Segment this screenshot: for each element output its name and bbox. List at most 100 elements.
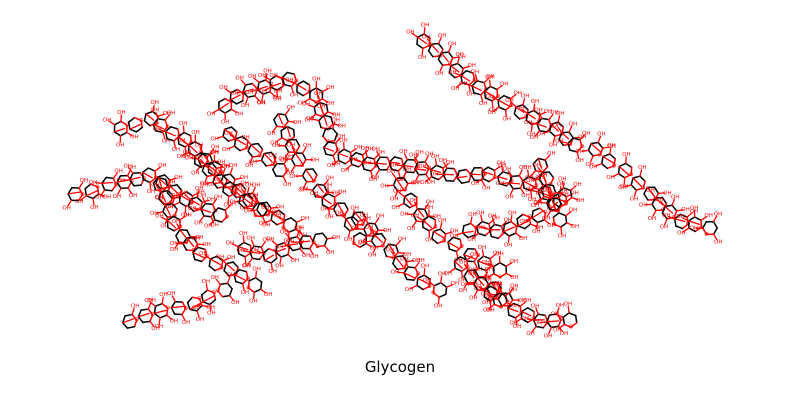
bond-line (321, 204, 330, 209)
bond-line (140, 119, 143, 129)
bond-line (576, 145, 583, 153)
bond-line (211, 162, 218, 169)
bond-line (661, 205, 666, 214)
bond-line (265, 163, 275, 167)
bond-line (463, 281, 469, 289)
hydroxyl-label: OH (222, 164, 230, 170)
hydroxyl-label: OH (467, 63, 475, 69)
bond-line (386, 184, 395, 187)
bond-line (517, 219, 530, 227)
bond-line (509, 188, 514, 196)
bond-line (522, 213, 531, 218)
bond-line (336, 202, 345, 215)
bond-line (432, 55, 441, 58)
bond-line (298, 229, 304, 237)
bond-line (246, 138, 252, 146)
hydroxyl-label: OH (325, 176, 333, 182)
bond-line (712, 227, 718, 235)
hydroxyl-label: OH (434, 304, 442, 310)
hydroxyl-label: OH (471, 181, 479, 187)
bond-line (599, 147, 604, 156)
oxygen-atom-label: O (178, 225, 183, 231)
hydroxyl-label: OH (510, 283, 518, 289)
hydroxyl-label: OH (113, 194, 121, 200)
bond-line (228, 294, 235, 302)
bond-line (483, 296, 492, 302)
hydroxyl-label: OH (317, 104, 325, 110)
bond-line (668, 215, 676, 220)
hydroxyl-label: OH (243, 263, 251, 269)
bond-line (430, 42, 440, 46)
bond-line (405, 171, 415, 174)
bond-line (311, 118, 320, 122)
bond-line (225, 263, 235, 272)
bond-line (337, 152, 349, 158)
bond-line (276, 221, 285, 226)
bond-line (537, 157, 547, 161)
hydroxyl-label: OH (582, 131, 590, 137)
oxygen-atom-label: O (612, 163, 617, 169)
bond-line (375, 162, 381, 171)
bond-line (557, 121, 565, 128)
hydroxyl-label: OH (494, 283, 502, 289)
bond-line (531, 325, 537, 333)
bond-line (602, 155, 615, 164)
bond-line (283, 157, 289, 165)
bond-line (161, 302, 169, 309)
bond-line (590, 142, 602, 153)
bond-line (249, 251, 261, 255)
bond-line (557, 192, 563, 200)
bond-line (287, 244, 294, 252)
bond-line (275, 75, 283, 79)
oxygen-atom-label: O (300, 163, 305, 169)
oxygen-atom-label: O (315, 244, 320, 250)
bond-line (262, 247, 270, 255)
oxygen-atom-label: O (271, 162, 276, 168)
bond-line (421, 47, 424, 56)
bond-line (407, 266, 416, 269)
hydroxyl-label: OH (337, 123, 345, 129)
hydroxyl-label: OH (481, 260, 489, 266)
hydroxyl-label: OH (458, 278, 466, 284)
bond-line (480, 179, 486, 187)
hydroxyl-label: OH (676, 214, 684, 220)
bond-line (702, 227, 708, 236)
bond-line (508, 292, 514, 301)
oxygen-atom-label: O (580, 144, 585, 150)
hydroxyl-label: OH (306, 116, 314, 122)
hydroxyl-label: OH (147, 298, 155, 304)
bond-line (536, 123, 541, 132)
bond-line (478, 285, 486, 291)
hydroxyl-label: OH (80, 178, 88, 184)
hydroxyl-label: OH (390, 197, 398, 203)
hydroxyl-label: OH (207, 197, 215, 203)
oxygen-atom-label: O (234, 272, 239, 278)
hydroxyl-label: OH (448, 41, 456, 47)
bond-line (352, 242, 361, 248)
bond-line (423, 26, 426, 35)
oxygen-atom-label: O (166, 185, 171, 191)
bond-line (712, 220, 718, 229)
bond-line (403, 272, 416, 279)
hydroxyl-label: OH (239, 231, 247, 237)
bond-line (282, 175, 287, 183)
bond-line (351, 163, 360, 168)
hydroxyl-label: OH (677, 230, 685, 236)
hydroxyl-label: OH (521, 193, 529, 199)
bond-line (673, 210, 678, 219)
bond-line (395, 176, 405, 180)
hydroxyl-label: OH (129, 193, 137, 199)
bond-line (270, 262, 273, 270)
bond-line (332, 154, 336, 163)
bond-line (492, 217, 496, 226)
bond-line (501, 182, 510, 185)
bond-line (400, 158, 405, 167)
bond-line (550, 325, 560, 329)
bond-line (67, 191, 81, 195)
bond-line (423, 166, 432, 171)
hydroxyl-label: OH (500, 82, 508, 88)
bond-line (560, 226, 563, 235)
hydroxyl-label: OH (335, 210, 343, 216)
hydroxyl-label: OH (527, 131, 535, 137)
bond-line (349, 151, 357, 159)
